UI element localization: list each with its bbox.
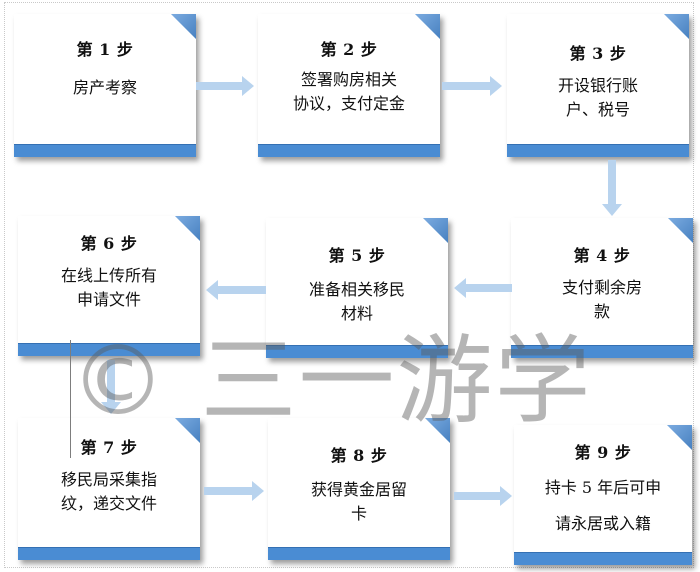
step-bar (18, 343, 200, 356)
step-title: 第 5 步 (328, 246, 386, 265)
step-card-8: 第 8 步 获得黄金居留 卡 (268, 418, 450, 560)
step-card-2: 第 2 步 签署购房相关 协议，支付定金 (258, 14, 440, 157)
diagram-frame (4, 2, 694, 568)
step-description: 开设银行账 户、税号 (557, 76, 638, 119)
arrow-down-6-7 (101, 360, 121, 414)
arrow-right-1-2 (196, 76, 254, 96)
step-card-7: 第 7 步 移民局采集指 纹，递交文件 (18, 418, 200, 560)
step-description: 房产考察 (72, 78, 137, 97)
step-card-6: 第 6 步 在线上传所有 申请文件 (18, 216, 200, 356)
step-bar (258, 144, 440, 157)
corner-triangle (668, 218, 693, 243)
step-title: 第 2 步 (320, 40, 378, 59)
arrow-right-8-9 (454, 486, 512, 506)
guide-line (70, 340, 71, 458)
step-title: 第 3 步 (569, 44, 627, 63)
step-bar (18, 547, 200, 560)
corner-triangle (423, 218, 448, 243)
arrow-right-7-8 (204, 481, 264, 501)
step-bar (14, 144, 196, 157)
step-bar (511, 345, 693, 358)
arrow-left-5-6 (206, 280, 266, 300)
step-description: 准备相关移民 材料 (308, 280, 405, 323)
step-bar (507, 144, 689, 157)
step-title: 第 4 步 (573, 246, 631, 265)
corner-triangle (664, 14, 689, 39)
step-card-9: 第 9 步 持卡 5 年后可申 请永居或入籍 (514, 425, 692, 565)
step-description: 获得黄金居留 卡 (310, 480, 407, 523)
step-card-4: 第 4 步 支付剩余房 款 (511, 218, 693, 358)
arrow-left-4-5 (454, 278, 512, 298)
step-description: 移民局采集指 纹，递交文件 (60, 470, 157, 513)
step-title: 第 1 步 (76, 40, 134, 59)
step-card-5: 第 5 步 准备相关移民 材料 (266, 218, 448, 358)
step-card-1: 第 1 步 房产考察 (14, 14, 196, 157)
arrow-right-2-3 (442, 76, 502, 96)
step-title: 第 8 步 (330, 446, 388, 465)
step-bar (268, 547, 450, 560)
step-card-3: 第 3 步 开设银行账 户、税号 (507, 14, 689, 157)
corner-triangle (425, 418, 450, 443)
step-description: 支付剩余房 款 (561, 278, 642, 321)
arrow-down-3-4 (602, 160, 622, 216)
step-description: 在线上传所有 申请文件 (60, 266, 157, 309)
step-title: 第 9 步 (574, 443, 632, 462)
step-description: 持卡 5 年后可申 请永居或入籍 (544, 478, 662, 533)
step-title: 第 7 步 (80, 438, 138, 457)
step-description: 签署购房相关 协议，支付定金 (292, 70, 405, 113)
step-bar (266, 345, 448, 358)
step-bar (514, 552, 692, 565)
step-title: 第 6 步 (80, 234, 138, 253)
